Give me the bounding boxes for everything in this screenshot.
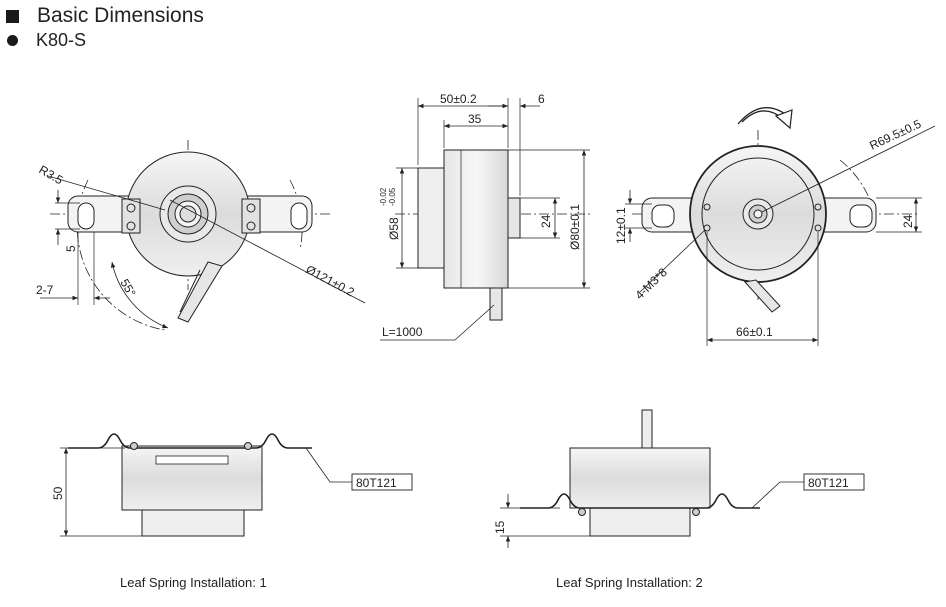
round-bullet-icon — [7, 35, 18, 46]
installation-view-1 — [60, 433, 413, 537]
dim-15: 15 — [493, 520, 507, 534]
section-title: Basic Dimensions — [6, 4, 204, 28]
dim-50-tol: 50±0.2 — [440, 92, 477, 106]
dim-12-tol: 12±0.1 — [614, 207, 628, 244]
section-title-text: Basic Dimensions — [37, 4, 204, 27]
spring-part-label-1: 80T121 — [356, 476, 397, 490]
dim-5: 5 — [64, 245, 78, 252]
cable-length: L=1000 — [382, 325, 423, 339]
dim-6: 6 — [538, 92, 545, 106]
square-bullet-icon — [6, 9, 19, 23]
caption-installation-1: Leaf Spring Installation: 1 — [120, 575, 267, 590]
side-view — [380, 98, 590, 341]
dim-d121: Ø121±0.2 — [304, 262, 357, 299]
rear-view — [625, 107, 936, 346]
dim-r69-5: R69.5±0.5 — [867, 117, 923, 153]
dim-d58-tol-top: -0.02 — [379, 187, 388, 206]
dim-d80: Ø80±0.1 — [568, 204, 582, 250]
installation-view-2 — [500, 409, 865, 548]
dim-24-side: 24 — [539, 214, 553, 228]
caption-installation-2: Leaf Spring Installation: 2 — [556, 575, 703, 590]
dim-2-7: 2-7 — [36, 283, 54, 297]
dim-66-tol: 66±0.1 — [736, 325, 773, 339]
dim-24-rear: 24 — [901, 214, 915, 228]
dim-55-deg: 55° — [117, 277, 138, 300]
dim-50-vertical: 50 — [51, 486, 65, 500]
model-label: K80-S — [6, 30, 86, 51]
dim-r3-5: R3.5 — [37, 162, 66, 187]
dim-35: 35 — [468, 112, 482, 126]
model-label-text: K80-S — [36, 30, 87, 50]
spring-part-label-2: 80T121 — [808, 476, 849, 490]
front-view-left — [40, 140, 366, 331]
hole-spec: 4-M3*8 — [632, 265, 670, 302]
dim-d58: Ø58 — [387, 217, 401, 240]
dim-d58-tol-bottom: -0.05 — [388, 187, 397, 206]
